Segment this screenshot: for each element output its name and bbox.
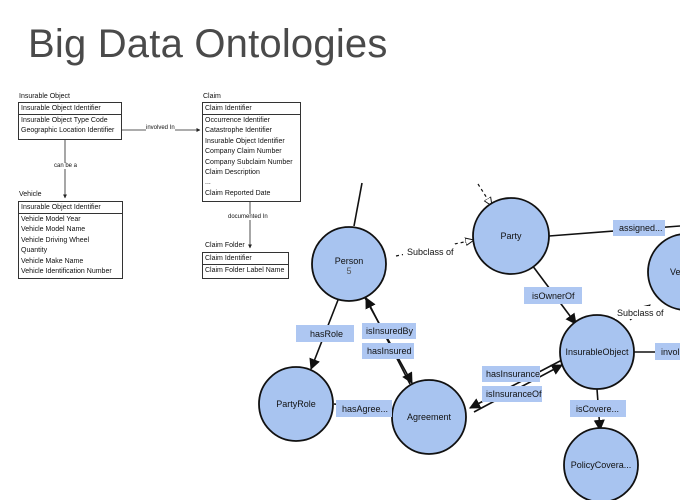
node-policycoverage-label: PolicyCovera...: [571, 460, 632, 470]
entity-attribute: Quantity: [21, 247, 48, 255]
edge-label-assigned: assigned...: [613, 220, 665, 236]
entity-attribute: Insurable Object Identifier: [205, 137, 285, 145]
node-insurableobject[interactable]: InsurableObject: [559, 314, 635, 390]
entity-attribute: Claim Reported Date: [205, 189, 271, 197]
node-agreement-label: Agreement: [407, 412, 452, 422]
edge-label-has-agree: hasAgree...: [336, 400, 392, 417]
node-party-label: Party: [500, 231, 522, 241]
svg-text:isOwnerOf: isOwnerOf: [532, 291, 575, 301]
svg-text:hasInsurance: hasInsurance: [486, 369, 540, 379]
claim-title: Claim: [203, 93, 221, 100]
entity-attribute: Vehicle Driving Wheel: [21, 236, 90, 244]
insurable-object-title: Insurable Object: [19, 93, 70, 100]
entity-attribute: Claim Folder Label Name: [205, 267, 285, 274]
node-agreement[interactable]: Agreement: [391, 379, 467, 455]
insurable-object-entity: Insurable Object Identifier Insurable Ob…: [18, 102, 122, 140]
entity-attribute: Vehicle Model Name: [21, 226, 86, 234]
node-person-count: 5: [346, 266, 351, 276]
claim-folder-title: Claim Folder: [205, 242, 245, 249]
edge-person-agreement: [363, 295, 413, 384]
entity-attribute: Catastrophe Identifier: [205, 127, 272, 135]
node-vehicle-label: Vehi: [670, 267, 680, 277]
edge-label-has-role: hasRole: [296, 325, 354, 342]
claim-pk: Claim Identifier: [203, 103, 300, 115]
node-vehicle-partial[interactable]: Vehi: [647, 233, 680, 311]
claim-folder-pk: Claim Identifier: [203, 253, 288, 265]
documented-in-label: documented In: [228, 214, 268, 220]
node-person-label: Person: [335, 256, 364, 266]
claim-entity: Claim Identifier Occurrence Identifier C…: [202, 102, 301, 202]
insurable-object-pk: Insurable Object Identifier: [19, 103, 121, 115]
node-policycoverage[interactable]: PolicyCovera...: [563, 427, 639, 500]
entity-attribute: Insurable Object Type Code: [21, 117, 108, 124]
svg-text:hasInsured: hasInsured: [367, 346, 412, 356]
edge-label-is-insurance-of: isInsuranceOf: [482, 386, 542, 402]
edge-label-has-insurance: hasInsurance: [482, 366, 540, 382]
edge-label-is-owner-of: isOwnerOf: [524, 287, 582, 304]
edge-party-subclass-in: [477, 183, 492, 206]
svg-text:Subclass of: Subclass of: [407, 247, 454, 257]
svg-text:isInsuredBy: isInsuredBy: [366, 326, 414, 336]
node-party[interactable]: Party: [472, 197, 550, 275]
entity-attribute: Vehicle Model Year: [21, 216, 81, 223]
svg-text:isInsuranceOf: isInsuranceOf: [486, 389, 542, 399]
svg-text:isCovere...: isCovere...: [576, 404, 619, 414]
edge-label-is-insured-by: isInsuredBy: [362, 323, 416, 339]
node-partyrole-label: PartyRole: [276, 399, 316, 409]
entity-attribute: Vehicle Make Name: [21, 257, 84, 265]
entity-attribute: Claim Description: [205, 169, 260, 177]
edge-person-up: [353, 182, 363, 227]
svg-text:assigned...: assigned...: [619, 223, 663, 233]
vehicle-title: Vehicle: [19, 191, 42, 198]
svg-text:invol: invol: [661, 347, 680, 357]
edge-label-involved: invol: [655, 343, 680, 360]
claim-folder-entity: Claim Identifier Claim Folder Label Name: [202, 252, 289, 279]
vehicle-pk: Insurable Object Identifier: [19, 202, 122, 214]
edge-label-subclass-of-1: Subclass of: [403, 244, 455, 258]
node-person[interactable]: Person 5: [311, 226, 387, 302]
svg-text:hasRole: hasRole: [310, 329, 343, 339]
entity-attribute: Company Claim Number: [205, 148, 282, 156]
node-insurableobject-label: InsurableObject: [565, 347, 629, 357]
slide-title: Big Data Ontologies: [28, 22, 388, 66]
svg-text:hasAgree...: hasAgree...: [342, 404, 388, 414]
involved-in-label: involved In: [146, 125, 175, 131]
svg-text:Subclass of: Subclass of: [617, 308, 664, 318]
node-partyrole[interactable]: PartyRole: [258, 366, 334, 442]
can-be-a-label: can be a: [54, 163, 78, 169]
entity-attribute: Occurrence Identifier: [205, 117, 270, 124]
entity-attribute: Company Subclaim Number: [205, 158, 293, 166]
entity-attribute: Geographic Location Identifier: [21, 127, 115, 135]
entity-attribute: Vehicle Identification Number: [21, 268, 112, 276]
entity-attribute: ...: [205, 179, 211, 187]
edge-label-has-insured: hasInsured: [362, 343, 414, 359]
edge-label-is-covere: isCovere...: [570, 400, 626, 417]
edge-label-subclass-of-2: Subclass of: [615, 306, 665, 319]
vehicle-entity: Insurable Object Identifier Vehicle Mode…: [18, 201, 123, 279]
